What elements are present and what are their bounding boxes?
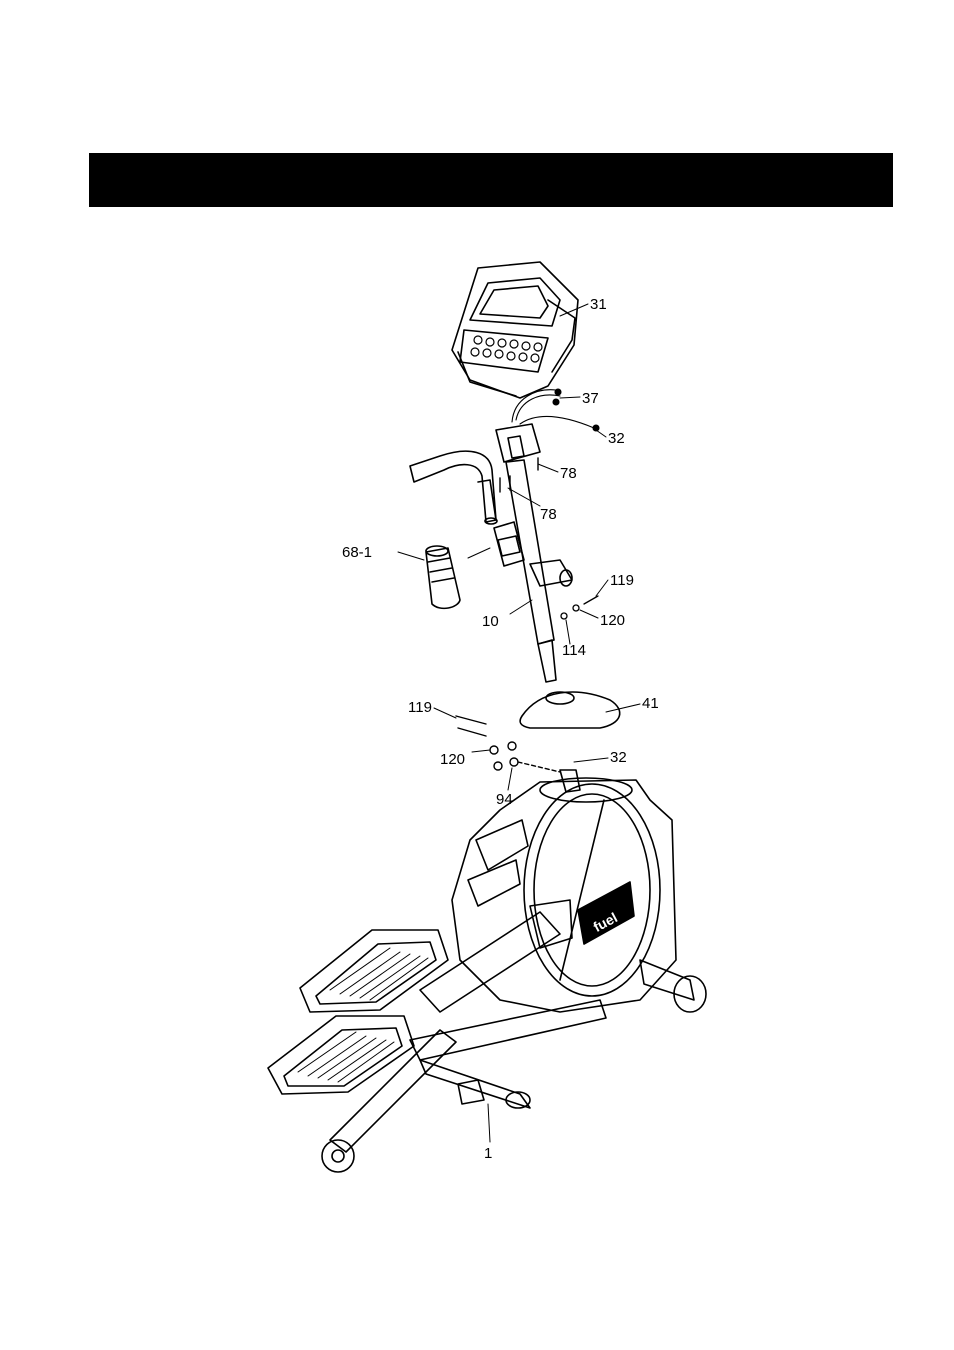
- console-part: [452, 262, 578, 398]
- mast-mount-plate: [496, 424, 540, 462]
- handlebar-part: [410, 451, 497, 524]
- bottle-holder-part: [494, 522, 524, 566]
- callout-41: 41: [642, 695, 659, 712]
- callout-78-lower: 78: [540, 506, 557, 523]
- callout-10: 10: [482, 613, 499, 630]
- callout-1: 1: [484, 1145, 492, 1162]
- callout-32-lower: 32: [610, 749, 627, 766]
- callout-120-lower: 120: [440, 751, 465, 768]
- callout-119-upper: 119: [610, 572, 634, 589]
- callout-120-upper: 120: [600, 612, 625, 629]
- callout-labels: 31 37 32 78 78 68-1 119 120 10 114 41 11…: [342, 296, 659, 1162]
- callout-37: 37: [582, 390, 599, 407]
- rail-and-wheel: [322, 1030, 456, 1172]
- pedal-lower: [268, 1016, 414, 1094]
- callout-119-lower: 119: [408, 699, 432, 716]
- callout-32-upper: 32: [608, 430, 625, 447]
- brand-badge: fuel: [578, 882, 634, 944]
- frame-bolts: [456, 716, 560, 772]
- rear-stabilizer: [640, 960, 706, 1012]
- callout-68-1: 68-1: [342, 544, 372, 561]
- mast-shroud-part: [520, 692, 620, 728]
- front-stabilizer: [420, 1060, 530, 1108]
- water-bottle-part: [426, 546, 460, 608]
- crank-arms: [410, 900, 606, 1060]
- callout-114: 114: [562, 642, 586, 659]
- pedal-upper: [300, 930, 448, 1012]
- callout-94: 94: [496, 791, 513, 808]
- callout-78-upper: 78: [560, 465, 577, 482]
- callout-31: 31: [590, 296, 607, 313]
